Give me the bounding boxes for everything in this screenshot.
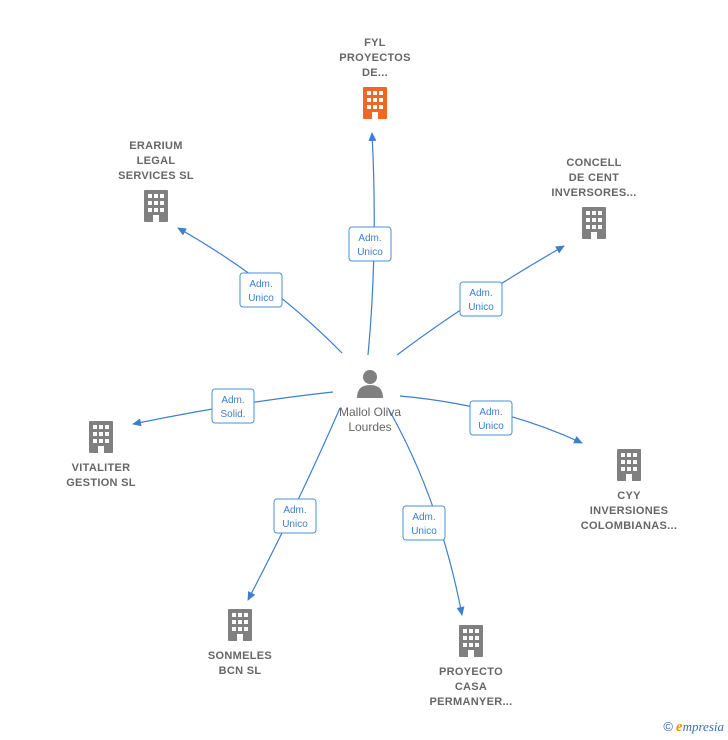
role-text: Adm. [283, 505, 306, 516]
role-badge-proyecto-casa[interactable]: Adm. Unico [402, 505, 446, 541]
company-name-line: LEGAL [137, 155, 176, 167]
role-text: Unico [357, 247, 383, 258]
role-text: Unico [478, 421, 504, 432]
role-text: Adm. [479, 407, 502, 418]
person-name-line: Lourdes [348, 420, 391, 434]
role-badge-concell[interactable]: Adm. Unico [459, 281, 503, 317]
company-name-line: PROYECTOS [339, 52, 411, 64]
company-node-vitaliter[interactable]: VITALITER GESTION SL [66, 421, 136, 489]
role-text: Unico [248, 293, 274, 304]
role-text: Adm. [249, 279, 272, 290]
company-name-line: BCN SL [219, 665, 262, 677]
role-text: Unico [468, 302, 494, 313]
company-name-line: INVERSORES... [551, 187, 636, 199]
building-icon [582, 207, 606, 239]
building-icon [89, 421, 113, 453]
company-name-line: ERARIUM [129, 140, 182, 152]
brand-name: mpresia [682, 719, 724, 734]
company-name-line: COLOMBIANAS... [581, 520, 677, 532]
empresia-watermark: ©empresia [663, 719, 724, 736]
company-name-line: GESTION SL [66, 477, 136, 489]
building-icon [459, 625, 483, 657]
company-name-line: VITALITER [72, 462, 131, 474]
company-name-line: PROYECTO [439, 666, 503, 678]
company-node-cyy[interactable]: CYY INVERSIONES COLOMBIANAS... [581, 449, 677, 532]
company-name-line: SERVICES SL [118, 170, 194, 182]
person-name-line: Mallol Oliva [339, 405, 401, 419]
copyright-icon: © [663, 719, 673, 734]
building-icon [617, 449, 641, 481]
company-name-line: FYL [364, 37, 386, 49]
role-text: Unico [411, 526, 437, 537]
brand-initial: e [675, 719, 683, 735]
company-node-fyl[interactable]: FYL PROYECTOS DE... [339, 37, 411, 119]
role-text: Adm. [221, 395, 244, 406]
role-badge-erarium[interactable]: Adm. Unico [239, 272, 283, 308]
company-node-sonmeles[interactable]: SONMELES BCN SL [208, 609, 272, 677]
company-name-line: CASA [455, 681, 487, 693]
role-badge-sonmeles[interactable]: Adm. Unico [273, 498, 317, 534]
role-text: Adm. [358, 233, 381, 244]
role-text: Solid. [220, 409, 245, 420]
company-name-line: SONMELES [208, 650, 272, 662]
building-icon [363, 87, 387, 119]
role-text: Adm. [412, 512, 435, 523]
company-name-line: CONCELL [566, 157, 621, 169]
role-badge-cyy[interactable]: Adm. Unico [469, 400, 513, 436]
company-name-line: INVERSIONES [590, 505, 669, 517]
company-node-concell[interactable]: CONCELL DE CENT INVERSORES... [551, 157, 636, 239]
company-name-line: PERMANYER... [429, 696, 512, 708]
building-icon [144, 190, 168, 222]
role-text: Unico [282, 519, 308, 530]
person-icon [357, 370, 383, 398]
company-node-proyecto-casa[interactable]: PROYECTO CASA PERMANYER... [429, 625, 512, 708]
building-icon [228, 609, 252, 641]
role-badge-vitaliter[interactable]: Adm. Solid. [211, 388, 255, 424]
company-name-line: CYY [617, 490, 641, 502]
company-name-line: DE... [362, 67, 388, 79]
role-badge-fyl[interactable]: Adm. Unico [348, 226, 392, 262]
company-node-erarium[interactable]: ERARIUM LEGAL SERVICES SL [118, 140, 194, 222]
company-name-line: DE CENT [569, 172, 619, 184]
role-text: Adm. [469, 288, 492, 299]
